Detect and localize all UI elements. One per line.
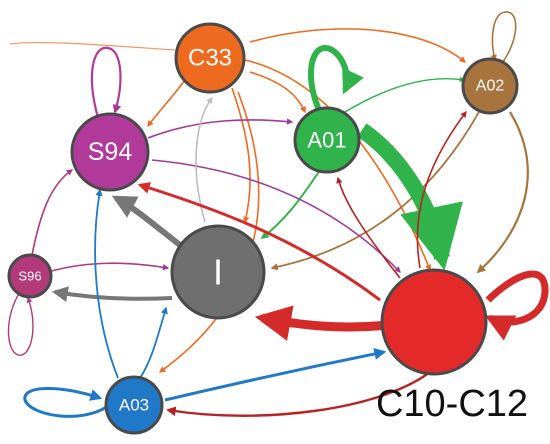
edge-s96-i bbox=[47, 262, 170, 273]
edge-a03-i bbox=[139, 306, 168, 379]
edge-c33-a01 bbox=[249, 71, 306, 114]
edge-c10-a03 bbox=[166, 371, 431, 417]
node-a02-circle[interactable] bbox=[461, 57, 519, 115]
node-s94-circle[interactable] bbox=[70, 112, 150, 192]
edge-a02-i bbox=[270, 109, 481, 271]
edge-c10-a01 bbox=[336, 176, 401, 279]
edge-c10-s94 bbox=[137, 182, 381, 302]
edge-c33-i bbox=[231, 87, 251, 224]
edge-s96-s94 bbox=[31, 169, 74, 256]
node-i-circle[interactable] bbox=[170, 224, 266, 320]
node-a03-circle[interactable] bbox=[104, 375, 164, 435]
edge-c10-i bbox=[254, 305, 389, 341]
node-s94-label: S94 bbox=[88, 138, 133, 166]
node-a01-label: A01 bbox=[307, 128, 346, 153]
edge-c33-left bbox=[9, 41, 176, 51]
edge-c10-self bbox=[484, 270, 549, 341]
edge-c10-a02 bbox=[416, 110, 467, 269]
edge-a01-self bbox=[307, 44, 364, 114]
edge-a01-i bbox=[260, 169, 321, 239]
edge-s96-self bbox=[7, 291, 34, 356]
node-c33-circle[interactable] bbox=[174, 22, 246, 94]
edge-i-s94 bbox=[111, 195, 182, 248]
edge-i-s96 bbox=[51, 286, 173, 303]
edge-a02-self bbox=[490, 11, 517, 67]
edge-s94-a01 bbox=[147, 118, 294, 139]
edge-a03-s94 bbox=[94, 188, 119, 379]
nodes: C33 A02 A01 S94 S96 I A03 bbox=[7, 22, 519, 435]
node-a02-label: A02 bbox=[476, 78, 505, 95]
node-s96-circle[interactable] bbox=[7, 253, 53, 299]
edge-s94-self bbox=[90, 46, 122, 119]
node-i-label: I bbox=[213, 252, 223, 293]
node-s96-label: S96 bbox=[18, 269, 41, 284]
edge-a01-a02 bbox=[344, 76, 466, 113]
node-c10-circle[interactable] bbox=[380, 268, 488, 376]
edge-s94-c10 bbox=[151, 159, 401, 273]
edge-a02-c10 bbox=[476, 111, 529, 274]
edge-c33-a02 bbox=[249, 28, 466, 63]
edge-a03-self bbox=[23, 387, 109, 418]
edge-c33-s94 bbox=[147, 79, 186, 128]
edge-a03-c10 bbox=[164, 348, 387, 402]
node-a03-label: A03 bbox=[119, 396, 149, 415]
edge-a01-c10-thick bbox=[357, 123, 463, 271]
node-a01-circle[interactable] bbox=[293, 106, 361, 174]
node-c10-external-label: C10-C12 bbox=[376, 383, 528, 425]
node-c33-label: C33 bbox=[188, 45, 232, 72]
edges bbox=[7, 11, 549, 418]
